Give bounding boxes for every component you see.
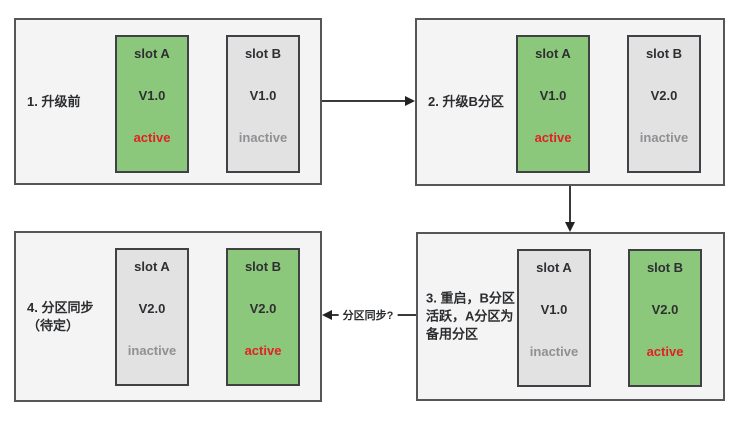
stage-4-slot-b: slot B V2.0 active (226, 248, 300, 386)
stage-1-slot-a: slot A V1.0 active (115, 35, 189, 173)
slot-status: active (133, 130, 171, 145)
stage-box-3-reboot: 3. 重启，B分区 活跃，A分区为 备用分区 slot A V1.0 inact… (416, 232, 725, 401)
slot-name: slot A (535, 46, 571, 61)
stage-4-slot-a: slot A V2.0 inactive (115, 248, 189, 386)
stage-box-4-partition-sync: 4. 分区同步 （待定） slot A V2.0 inactive slot B… (14, 231, 322, 402)
stage-3-slot-b: slot B V2.0 active (628, 249, 702, 387)
stage-1-slot-b: slot B V1.0 inactive (226, 35, 300, 173)
arrow-right-icon (405, 96, 415, 106)
arrow-down-icon (565, 222, 575, 232)
stage-4-label: 4. 分区同步 （待定） (27, 299, 94, 333)
slot-status: inactive (238, 130, 288, 145)
slot-name: slot B (244, 46, 282, 61)
slot-name: slot B (646, 260, 684, 275)
slot-name: slot A (134, 46, 170, 61)
stage-2-slot-a: slot A V1.0 active (516, 35, 590, 173)
slot-version: V2.0 (138, 301, 166, 316)
stage-box-2-upgrade-b: 2. 升级B分区 slot A V1.0 active slot B V2.0 … (415, 18, 725, 186)
stage-2-label: 2. 升级B分区 (428, 93, 504, 109)
stage-3-label: 3. 重启，B分区 活跃，A分区为 备用分区 (426, 290, 515, 342)
slot-version: V2.0 (651, 302, 679, 317)
stage-3-slot-a: slot A V1.0 inactive (517, 249, 591, 387)
arrow-label-partition-sync: 分区同步? (338, 307, 398, 323)
slot-version: V1.0 (138, 88, 166, 103)
stage-1-label: 1. 升级前 (27, 93, 81, 109)
slot-name: slot A (536, 260, 572, 275)
arrow-stage1-to-stage2-line (322, 100, 406, 102)
stage-2-slot-b: slot B V2.0 inactive (627, 35, 701, 173)
slot-version: V1.0 (249, 88, 277, 103)
slot-status: inactive (639, 130, 689, 145)
slot-version: V1.0 (540, 302, 568, 317)
slot-name: slot B (645, 46, 683, 61)
slot-status: inactive (127, 343, 177, 358)
arrow-left-icon (322, 310, 332, 320)
arrow-stage2-to-stage3-line (569, 186, 571, 223)
slot-version: V1.0 (539, 88, 567, 103)
slot-name: slot B (244, 259, 282, 274)
slot-version: V2.0 (650, 88, 678, 103)
slot-status: active (244, 343, 282, 358)
slot-status: inactive (529, 344, 579, 359)
slot-status: active (534, 130, 572, 145)
slot-version: V2.0 (249, 301, 277, 316)
stage-box-1-before-upgrade: 1. 升级前 slot A V1.0 active slot B V1.0 in… (14, 18, 322, 185)
slot-name: slot A (134, 259, 170, 274)
slot-status: active (646, 344, 684, 359)
